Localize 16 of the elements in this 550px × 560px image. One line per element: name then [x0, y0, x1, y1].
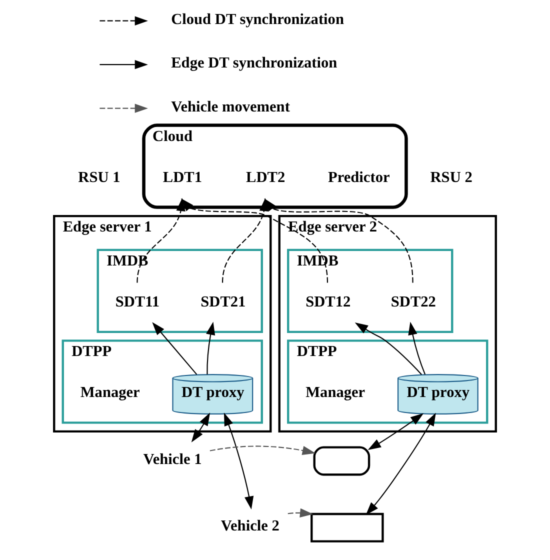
legend-label: Edge DT synchronization — [171, 54, 338, 72]
node-text: Vehicle 2 — [220, 518, 280, 535]
node-text: Manager — [306, 384, 366, 402]
legend-label: Vehicle movement — [171, 98, 290, 116]
node-text: SDT22 — [390, 293, 436, 310]
node-text: SDT21 — [200, 293, 246, 310]
legend-label: Cloud DT synchronization — [171, 10, 344, 28]
node-text: Vehicle 1 — [143, 450, 202, 468]
node-text: SDT12 — [306, 293, 351, 310]
node-text: Predictor — [328, 168, 390, 186]
node-text: LDT1 — [162, 168, 202, 186]
node-text: LDT2 — [246, 168, 286, 186]
node-text: RSU 2 — [430, 168, 472, 186]
node-text: Manager — [80, 384, 140, 402]
node-text: RSU 1 — [78, 168, 120, 186]
node-text: SDT11 — [115, 293, 160, 310]
